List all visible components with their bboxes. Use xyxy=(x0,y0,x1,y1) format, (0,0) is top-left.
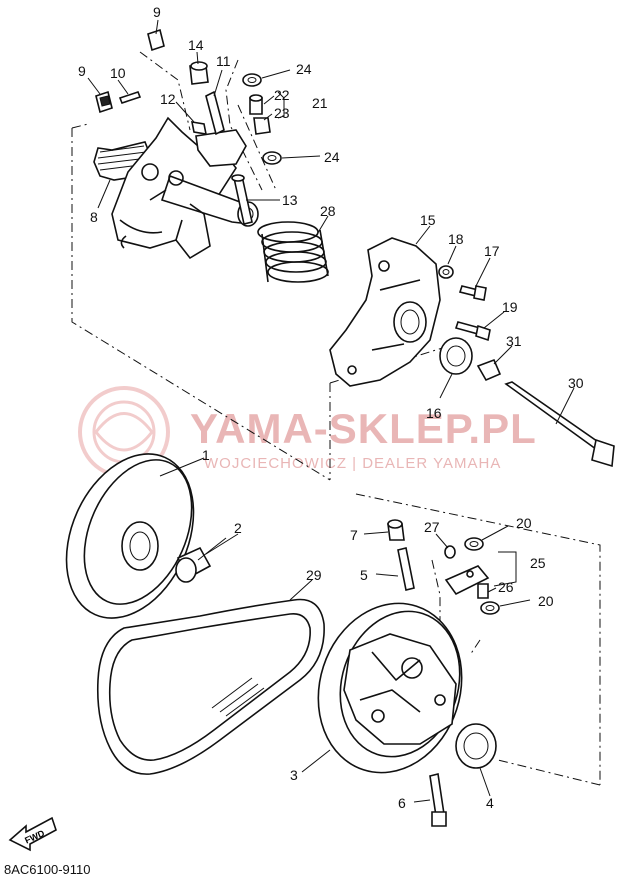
bushing-16 xyxy=(439,337,473,375)
pin xyxy=(118,91,142,104)
bolt-6 xyxy=(429,773,445,817)
washer-20-bottom xyxy=(480,601,500,615)
callout-label: 24 xyxy=(324,149,340,165)
callout-label: 15 xyxy=(420,212,436,228)
drive-belt xyxy=(96,598,325,775)
washer-31 xyxy=(476,358,502,382)
pin-12 xyxy=(190,121,208,135)
callout-label: 10 xyxy=(110,65,126,81)
callout-label: 11 xyxy=(216,53,231,69)
bushing-4 xyxy=(455,723,497,769)
callout-label: 21 xyxy=(312,95,328,111)
washer-24-bottom xyxy=(262,151,282,165)
callout-label: 28 xyxy=(320,203,336,219)
washer-24-top xyxy=(242,73,262,87)
callout-label: 4 xyxy=(486,795,494,811)
sliding-sheave xyxy=(317,602,463,774)
collar-11 xyxy=(205,90,225,136)
callout-label: 18 xyxy=(448,231,464,247)
fixed-sheave xyxy=(65,453,195,619)
washer-18 xyxy=(438,265,454,279)
forward-direction-arrow-icon: FWD xyxy=(8,816,57,852)
callout-label: 27 xyxy=(424,519,440,535)
collar-bushing xyxy=(175,546,212,583)
callout-label: 12 xyxy=(160,91,176,107)
callout-label: 20 xyxy=(538,593,554,609)
callout-label: 17 xyxy=(484,243,500,259)
pin-27 xyxy=(444,545,456,559)
primary-sheave-housing xyxy=(93,116,259,260)
callout-label: 25 xyxy=(530,555,546,571)
spacer-23 xyxy=(253,117,271,135)
spacer-26 xyxy=(477,583,489,599)
collar-5 xyxy=(397,547,415,591)
watermark-title: YAMA-SKLEP.PL xyxy=(190,405,537,452)
watermark-subtitle: WOJCIECHOWICZ | DEALER YAMAHA xyxy=(204,455,501,472)
callout-label: 31 xyxy=(506,333,522,349)
callout-label: 26 xyxy=(498,579,514,595)
callout-label: 1 xyxy=(202,447,210,463)
callout-label: 9 xyxy=(78,63,86,79)
callout-label: 23 xyxy=(274,105,290,121)
washer-20-top xyxy=(464,537,484,551)
diagram-code: 8AC6100-9110 xyxy=(4,862,91,877)
sheave-hardware xyxy=(387,519,500,827)
callout-label: 2 xyxy=(234,520,242,536)
callout-label: 9 xyxy=(153,4,161,20)
callout-label: 5 xyxy=(360,567,368,583)
watermark: YAMA-SKLEP.PL WOJCIECHOWICZ | DEALER YAM… xyxy=(78,386,537,478)
cap-hardware xyxy=(438,265,615,468)
callout-label: 8 xyxy=(90,209,98,225)
callout-label: 24 xyxy=(296,61,312,77)
callout-label: 3 xyxy=(290,767,298,783)
callout-numbers: 9 14 11 24 9 10 12 22 21 23 24 8 13 28 1… xyxy=(78,4,584,811)
callout-label: 19 xyxy=(502,299,518,315)
sheave-cap xyxy=(329,237,441,387)
callout-label: 13 xyxy=(282,192,298,208)
callout-label: 7 xyxy=(350,527,358,543)
callout-label: 14 xyxy=(188,37,204,53)
callout-leaders xyxy=(87,19,575,803)
callout-label: 30 xyxy=(568,375,584,391)
weight-arm-25 xyxy=(444,565,490,596)
callout-label: 16 xyxy=(426,405,442,421)
callout-label: 20 xyxy=(516,515,532,531)
callout-label: 22 xyxy=(274,87,290,103)
compression-spring xyxy=(257,221,329,283)
callout-label: 6 xyxy=(398,795,406,811)
callout-label: 29 xyxy=(306,567,322,583)
